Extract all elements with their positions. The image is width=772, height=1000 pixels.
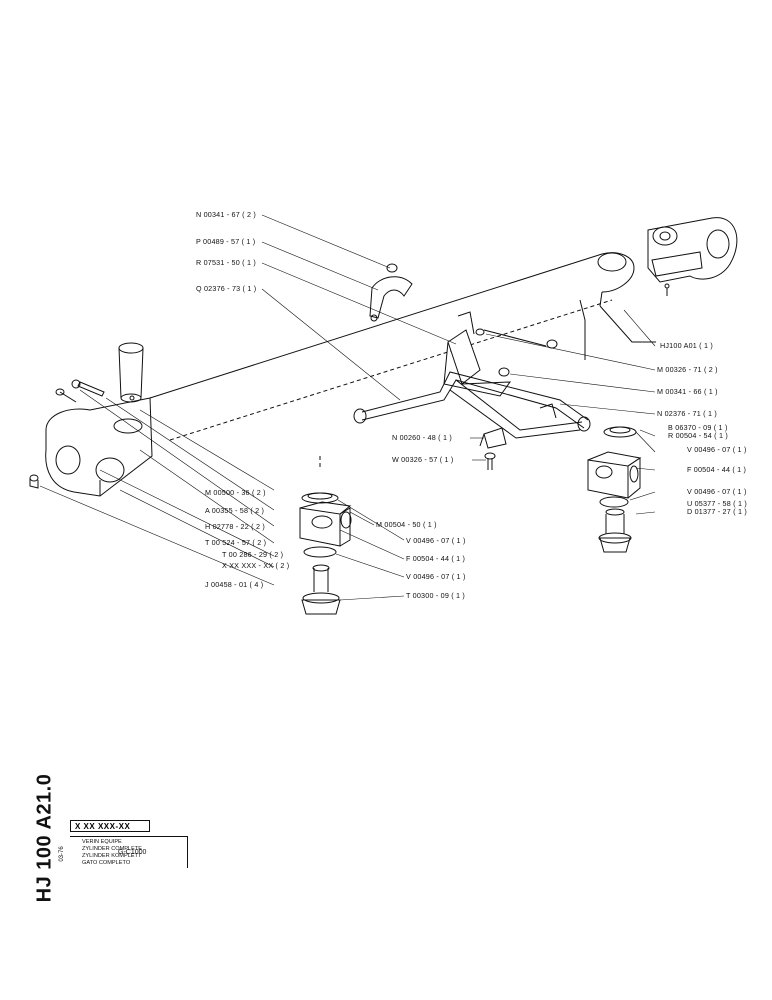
base-mount — [45, 397, 153, 497]
callout-v00496-07-b: V 00496 - 07 ( 1 ) — [687, 487, 747, 496]
callout-j00458-01: J 00458 - 01 ( 4 ) — [205, 580, 264, 589]
callout-t00286-29: T 00 286 - 29 ( 2 ) — [222, 550, 284, 559]
callout-t00300-09: T 00300 - 09 ( 1 ) — [406, 591, 466, 600]
cotter-pins — [55, 379, 105, 403]
callout-m00341-66: M 00341 - 66 ( 1 ) — [657, 387, 718, 396]
callout-t00524-57: T 00 524 - 57 ( 2 ) — [205, 538, 267, 547]
title-line-de2: ZYLINDER KOMPLETT — [82, 853, 142, 859]
callout-n00341-67: N 00341 - 67 ( 2 ) — [196, 210, 256, 219]
hydraulic-pipes — [353, 371, 591, 439]
callout-v00496-07-d: V 00496 - 07 ( 1 ) — [406, 572, 466, 581]
pipe-bracket — [479, 427, 507, 449]
callout-a00355-58: A 00355 - 58 ( 2 ) — [205, 506, 265, 515]
callout-q02376-73: Q 02376 - 73 ( 1 ) — [196, 284, 257, 293]
title-block-model: G-C1000 — [118, 849, 147, 856]
callout-d01377-27: D 01377 - 27 ( 1 ) — [687, 507, 747, 516]
screw — [484, 452, 496, 470]
callout-m00500-36: M 00500 - 36 ( 2 ) — [205, 488, 266, 497]
clamp-bracket — [369, 263, 413, 322]
rod-end-clevis — [647, 217, 738, 296]
grease-nipple — [29, 474, 39, 489]
drawing-date: 03-76 — [59, 846, 65, 862]
callout-p00489-57: P 00489 - 57 ( 1 ) — [196, 237, 256, 246]
callout-w00326-57: W 00326 - 57 ( 1 ) — [392, 455, 454, 464]
callout-m00326-71: M 00326 - 71 ( 2 ) — [657, 365, 718, 374]
title-block-part-code: X XX XXX-XX — [70, 820, 150, 832]
callout-f00504-44-b: F 00504 - 44 ( 1 ) — [406, 554, 466, 563]
support-bracket — [443, 311, 558, 397]
title-line-de1: ZYLINDER COMPLETE — [82, 846, 142, 852]
callout-r00504-54: R 00504 - 54 ( 1 ) — [668, 431, 728, 440]
callout-n02376-71: N 02376 - 71 ( 1 ) — [657, 409, 717, 418]
leader-lines — [39, 214, 656, 601]
title-line-es: GATO COMPLETO — [82, 860, 131, 866]
callout-hj100-a01: HJ100 A01 ( 1 ) — [660, 341, 713, 350]
callout-f00504-44-a: F 00504 - 44 ( 1 ) — [687, 465, 747, 474]
title-line-fr: VERIN EQUIPE — [82, 839, 122, 845]
callout-v00496-07-c: V 00496 - 07 ( 1 ) — [406, 536, 466, 545]
callout-h02778-22: H 02778 - 22 ( 2 ) — [205, 522, 265, 531]
callout-b06370-09: B 06370 - 09 ( 1 ) — [668, 423, 728, 432]
callout-xx-xxx-xx: X XX XXX - XX ( 2 ) — [222, 561, 290, 570]
center-valve-block — [299, 456, 352, 615]
right-valve-block — [587, 426, 642, 553]
callout-r07531-50: R 07531 - 50 ( 1 ) — [196, 258, 256, 267]
callout-m00504-50: M 00504 - 50 ( 1 ) — [376, 520, 437, 529]
title-block-description: VERIN EQUIPE ZYLINDER COMPLETE ZYLINDER … — [70, 836, 188, 868]
callout-v00496-07-a: V 00496 - 07 ( 1 ) — [687, 445, 747, 454]
pivot-pin — [118, 342, 144, 403]
callout-u05377-58: U 05377 - 58 ( 1 ) — [687, 499, 747, 508]
drawing-code: HJ 100 A21.0 — [33, 773, 56, 903]
callout-n00260-48: N 00260 - 48 ( 1 ) — [392, 433, 452, 442]
cylinder-tube — [149, 252, 656, 441]
